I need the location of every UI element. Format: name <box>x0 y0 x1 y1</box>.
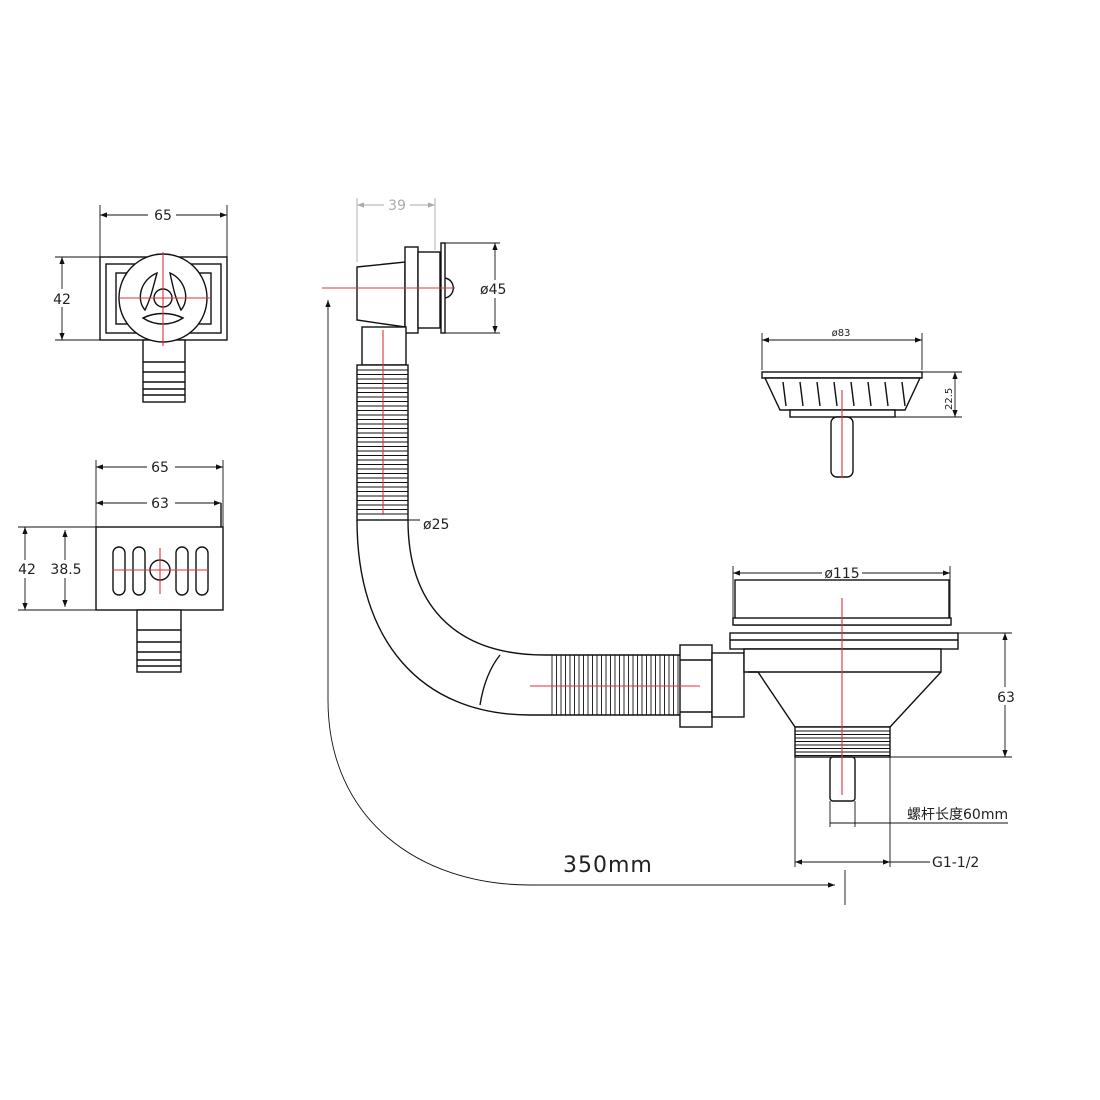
front-height-label: 42 <box>53 292 71 308</box>
overflow-depth-label: 39 <box>388 198 406 214</box>
back-inner-height-label: 38.5 <box>50 562 81 578</box>
rib-line <box>884 381 889 407</box>
drain-height-label: 63 <box>997 690 1015 706</box>
rib-line <box>850 381 855 407</box>
back-inner-width-label: 63 <box>151 496 169 512</box>
basket-diameter-label: ø83 <box>832 328 851 339</box>
hose-diameter-label: ø25 <box>423 517 449 533</box>
strainer-basket: ø83 22.5 <box>761 326 962 478</box>
hose-length-label: 350mm <box>563 853 653 878</box>
overflow-hose-assembly: 39 ø45 ø25 <box>322 196 745 728</box>
thread-size-label: G1-1/2 <box>932 855 979 871</box>
screw-length-note: 螺杆长度60mm <box>907 807 1008 823</box>
basket-height-label: 22.5 <box>944 388 955 410</box>
overflow-diameter-label: ø45 <box>480 282 506 298</box>
overflow-front-view: 65 42 <box>50 205 228 403</box>
rib-line <box>901 381 906 407</box>
back-outer-height-label: 42 <box>18 562 36 578</box>
hose-length-dimension: 350mm <box>325 300 846 905</box>
overflow-back-view: 65 63 42 38.5 <box>14 457 224 673</box>
front-width-label: 65 <box>154 208 172 224</box>
back-outer-width-label: 65 <box>151 460 169 476</box>
rib-line <box>867 381 872 407</box>
sink-drain-body: ø115 63 螺杆长度60mm G1-1/2 <box>729 390 1017 871</box>
